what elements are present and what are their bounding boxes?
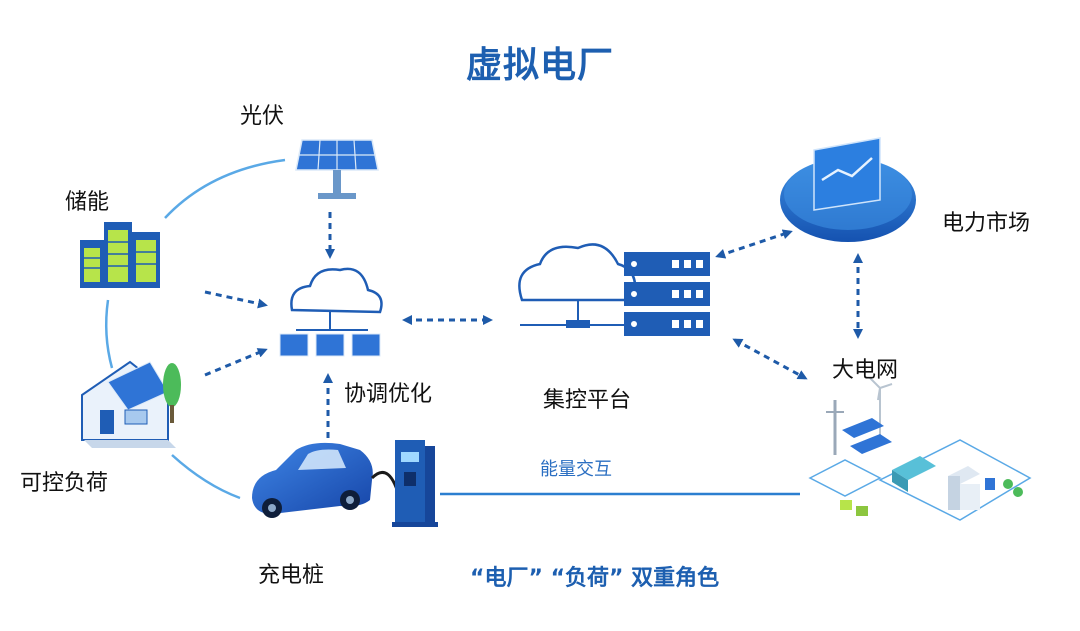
arrow-platform-grid: [732, 338, 808, 380]
connector-pv-storage: [164, 158, 286, 219]
ev-charger-icon: [370, 440, 438, 527]
dual-role-caption: “电厂” “负荷” 双重角色: [470, 566, 720, 591]
page-title: 虚拟电厂: [465, 45, 614, 86]
house-icon: [81, 360, 181, 448]
energy-exchange-label: 能量交互: [540, 459, 612, 480]
pv-label: 光伏: [240, 104, 285, 129]
grid-label: 大电网: [832, 358, 899, 383]
platform-label: 集控平台: [543, 388, 632, 413]
connector-storage-house: [104, 299, 114, 369]
arrow-storage-coordination: [204, 290, 268, 309]
market-label: 电力市场: [942, 211, 1031, 236]
coordination-label: 协调优化: [344, 382, 433, 407]
cloud-server-icon: [518, 243, 710, 336]
storage-label: 储能: [65, 190, 110, 215]
cloud-cluster-icon: [279, 267, 383, 357]
power-grid-icon: [808, 377, 1032, 521]
market-platform-icon: [780, 137, 916, 242]
ev-car-icon: [252, 442, 373, 518]
charging-pile-label: 充电桩: [258, 563, 325, 588]
connector-house-car: [171, 454, 241, 500]
controllable-load-label: 可控负荷: [20, 471, 109, 496]
battery-building-icon: [80, 222, 160, 288]
solar-panel-icon: [295, 139, 379, 199]
arrow-load-coordination: [204, 348, 268, 377]
arrow-platform-market: [715, 229, 793, 259]
